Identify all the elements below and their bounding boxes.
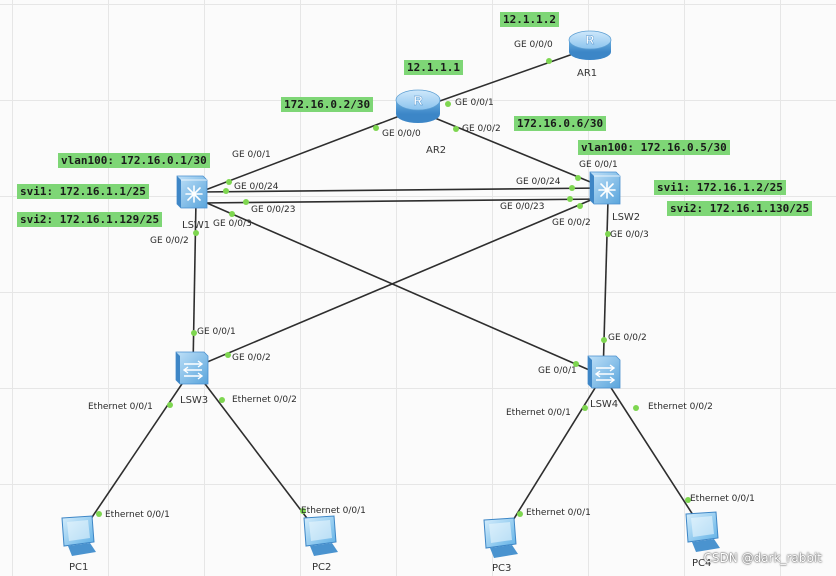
port-label: Ethernet 0/0/2 [232, 395, 297, 405]
port-label: Ethernet 0/0/1 [105, 510, 170, 520]
link-lsw2-lsw3 [192, 193, 606, 369]
router-icon[interactable]: R [395, 89, 441, 123]
lsw2-svi1-tag: svi1: 172.16.1.2/25 [654, 180, 786, 195]
port-label: GE 0/0/0 [514, 40, 553, 50]
ar2-g0-ip-tag: 172.16.0.2/30 [281, 97, 374, 112]
device-label-ar1: AR1 [577, 68, 598, 79]
port-label: GE 0/0/0 [382, 129, 421, 139]
port-dot [601, 337, 607, 343]
ar2-g2-ip-tag: 172.16.0.6/30 [514, 116, 607, 131]
port-dot [373, 125, 379, 131]
port-dot [577, 203, 583, 209]
l3-switch-icon[interactable] [176, 175, 208, 209]
port-dot [300, 508, 306, 514]
port-dot [453, 126, 459, 132]
device-label-lsw4: LSW4 [590, 399, 619, 410]
port-label: Ethernet 0/0/1 [301, 506, 366, 516]
port-label: GE 0/0/2 [608, 333, 647, 343]
port-label: GE 0/0/1 [538, 366, 577, 376]
link-lsw1-lsw2-24 [199, 187, 606, 193]
lsw1-svi2-tag: svi2: 172.16.1.129/25 [17, 212, 163, 227]
pc-icon[interactable] [685, 511, 720, 552]
port-dot [567, 196, 573, 202]
device-label-ar2: AR2 [426, 145, 447, 156]
port-label: GE 0/0/2 [462, 124, 501, 134]
port-label: GE 0/0/23 [251, 205, 296, 215]
device-label-lsw1: LSW1 [182, 220, 211, 231]
port-dot [219, 397, 225, 403]
port-label: GE 0/0/23 [500, 202, 545, 212]
ar2-ip-tag: 12.1.1.1 [404, 60, 463, 75]
port-dot [191, 330, 197, 336]
port-dot [582, 405, 588, 411]
router-icon[interactable]: R [568, 30, 612, 60]
port-dot [546, 58, 552, 64]
port-dot [193, 230, 199, 236]
port-dot [685, 497, 691, 503]
port-dot [223, 188, 229, 194]
port-label: GE 0/0/1 [232, 150, 271, 160]
lsw1-svi1-tag: svi1: 172.16.1.1/25 [17, 184, 149, 199]
device-label-pc3: PC3 [492, 563, 512, 574]
lsw1-vlan100-tag: vlan100: 172.16.0.1/30 [58, 153, 210, 168]
pc-icon[interactable] [303, 515, 338, 556]
link-lsw4-pc4 [605, 379, 705, 533]
port-dot [226, 179, 232, 185]
link-lsw1-lsw2-23 [199, 198, 606, 204]
port-label: GE 0/0/2 [150, 236, 189, 246]
port-dot [605, 231, 611, 237]
pc-icon[interactable] [61, 515, 96, 556]
port-label: GE 0/0/1 [455, 98, 494, 108]
port-dot [569, 185, 575, 191]
port-label: GE 0/0/3 [213, 219, 252, 229]
switch-icon[interactable] [175, 351, 209, 385]
port-label: GE 0/0/1 [579, 160, 618, 170]
pc-icon[interactable] [483, 517, 518, 558]
lsw2-vlan100-tag: vlan100: 172.16.0.5/30 [578, 140, 730, 155]
device-label-lsw3: LSW3 [180, 395, 209, 406]
port-label: GE 0/0/24 [516, 177, 561, 187]
device-label-pc1: PC1 [69, 562, 89, 573]
svg-text:R: R [586, 33, 595, 47]
port-label: Ethernet 0/0/1 [690, 494, 755, 504]
port-label: Ethernet 0/0/1 [88, 402, 153, 412]
port-label: Ethernet 0/0/1 [506, 408, 571, 418]
ar1-ip-tag: 12.1.1.2 [500, 12, 559, 27]
port-dot [225, 352, 231, 358]
port-label: GE 0/0/1 [197, 327, 236, 337]
link-lsw1-lsw4 [199, 199, 604, 377]
link-lsw3-pc1 [77, 371, 191, 539]
port-dot [229, 211, 235, 217]
link-ar2-ar1 [419, 47, 591, 109]
port-dot [517, 511, 523, 517]
device-label-pc4: PC4 [692, 558, 712, 569]
device-label-pc2: PC2 [312, 562, 332, 573]
port-dot [445, 101, 451, 107]
port-dot [167, 402, 173, 408]
port-label: Ethernet 0/0/2 [648, 402, 713, 412]
lsw2-svi2-tag: svi2: 172.16.1.130/25 [667, 201, 813, 216]
watermark-text: CSDN @dark_rabbit [703, 551, 822, 565]
port-dot [633, 405, 639, 411]
port-dot [573, 361, 579, 367]
port-label: Ethernet 0/0/1 [526, 508, 591, 518]
l3-switch-icon[interactable] [589, 171, 621, 205]
port-dot [96, 511, 102, 517]
link-lsw2-lsw4 [602, 199, 609, 377]
port-dot [243, 199, 249, 205]
port-label: GE 0/0/3 [610, 230, 649, 240]
switch-icon[interactable] [587, 355, 621, 389]
svg-text:R: R [413, 93, 423, 108]
port-label: GE 0/0/2 [232, 353, 271, 363]
port-label: GE 0/0/24 [234, 182, 279, 192]
link-lsw1-lsw3 [192, 199, 197, 369]
port-label: GE 0/0/2 [552, 218, 591, 228]
device-label-lsw2: LSW2 [612, 212, 641, 223]
port-dot [575, 175, 581, 181]
